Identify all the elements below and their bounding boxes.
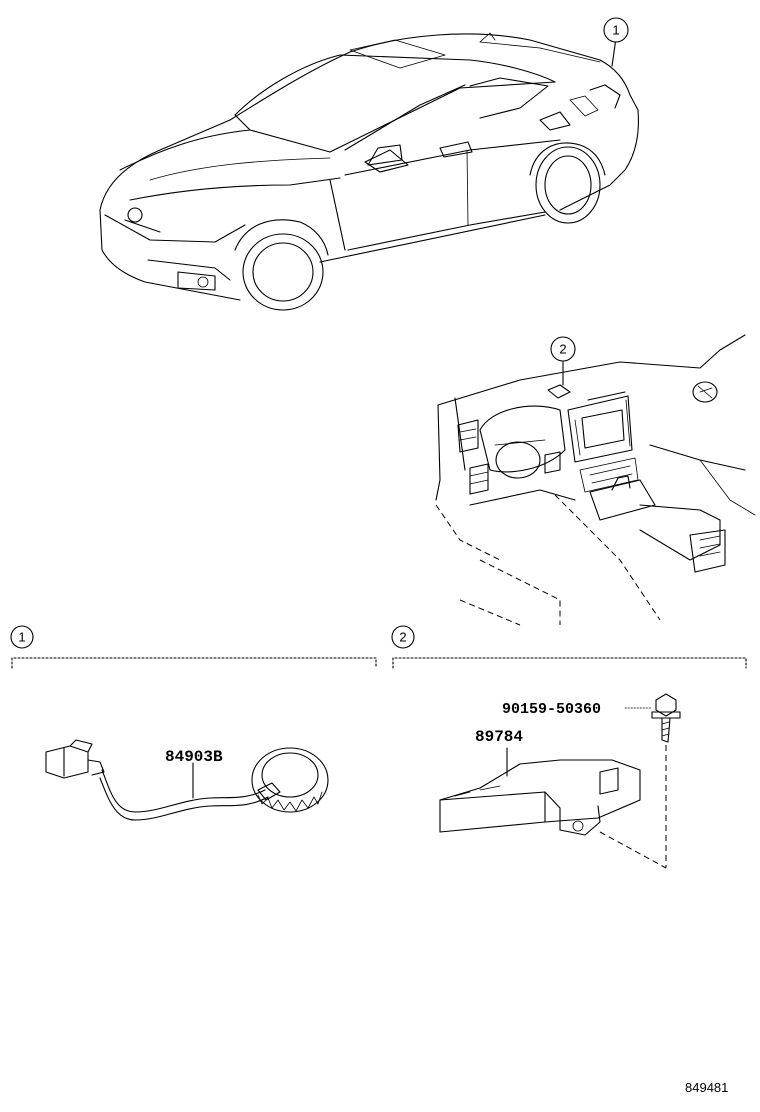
callout-marker-1: 1 (603, 17, 629, 43)
bolt-part-drawing (599, 693, 681, 869)
section-label-1: 1 (18, 630, 25, 645)
section-header-1: 1 (10, 625, 377, 669)
callout-label-2: 2 (559, 342, 566, 357)
diagram-code: 849481 (685, 1080, 728, 1095)
sensor-part-drawing (45, 739, 329, 821)
section-label-2: 2 (399, 630, 406, 645)
callout-label-1: 1 (612, 23, 619, 38)
module-part-drawing (439, 747, 641, 836)
dashboard-illustration (435, 334, 756, 626)
callout-marker-2: 2 (550, 336, 576, 362)
part-number-89784: 89784 (475, 728, 523, 746)
section-header-2: 2 (391, 625, 747, 669)
part-number-90159-50360: 90159-50360 (502, 701, 601, 718)
vehicle-illustration (99, 32, 639, 311)
part-number-84903b: 84903B (165, 748, 223, 766)
